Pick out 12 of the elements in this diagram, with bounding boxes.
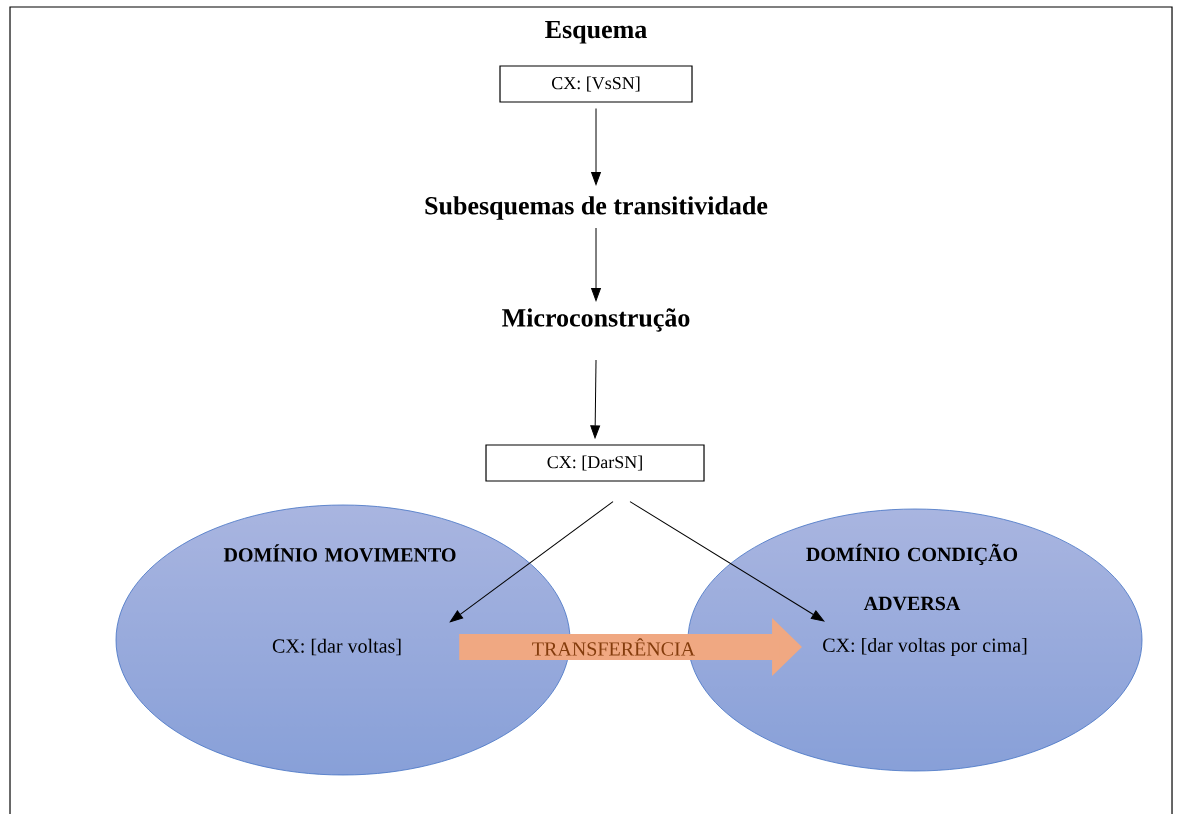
process-box: CX: [VsSN] [499, 65, 693, 103]
construction-label: CX: [dar voltas] [272, 638, 401, 656]
arrow [590, 359, 601, 439]
arrow [591, 227, 601, 302]
level-label: Microconstrução [502, 308, 690, 332]
arrow [591, 108, 601, 186]
arrow [449, 501, 614, 623]
construction-label: CX: [dar voltas por cima] [823, 637, 1027, 657]
arrow [629, 501, 825, 622]
process-box: CX: [DarSN] [485, 444, 705, 482]
level-label: Subesquemas de transitividade [425, 196, 768, 220]
heading: Esquema [545, 20, 647, 44]
